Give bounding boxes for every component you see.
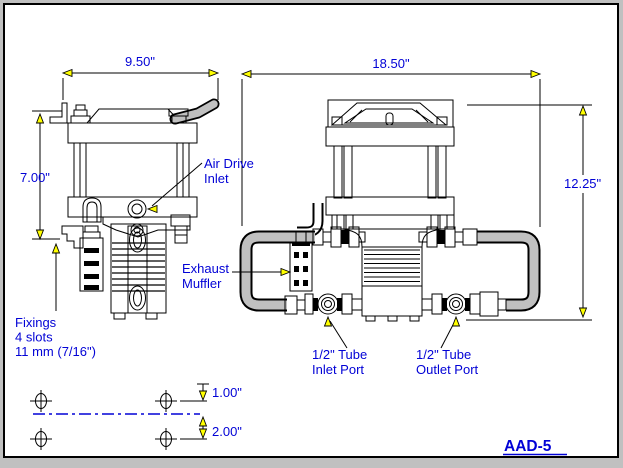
label-air-drive-1: Air Drive bbox=[204, 156, 254, 171]
dim-hole-spacing: 2.00" bbox=[212, 424, 242, 439]
mounting-bracket bbox=[49, 102, 68, 124]
dimensions: 9.50" 7.00" 18.50" 12.25" bbox=[15, 54, 602, 377]
dim-side-width: 18.50" bbox=[372, 56, 410, 71]
dim-hole-offset: 1.00" bbox=[212, 385, 242, 400]
right-u-tube bbox=[477, 232, 539, 310]
dim-front-height: 7.00" bbox=[20, 170, 50, 185]
label-inlet-port-1: 1/2" Tube bbox=[312, 347, 367, 362]
label-outlet-port-1: 1/2" Tube bbox=[416, 347, 471, 362]
label-fixings-2: 4 slots bbox=[15, 330, 53, 345]
side-view-pump bbox=[239, 99, 541, 322]
dim-side-height: 12.25" bbox=[564, 176, 602, 191]
label-outlet-port-2: Outlet Port bbox=[416, 362, 479, 377]
dim-front-width: 9.50" bbox=[125, 54, 155, 69]
label-fixings-1: Fixings bbox=[15, 315, 57, 330]
label-fixings-3: 11 mm (7/16") bbox=[15, 344, 96, 359]
mounting-pattern: 1.00" 2.00" bbox=[30, 383, 242, 450]
label-inlet-port-2: Inlet Port bbox=[312, 362, 364, 377]
air-drive-inlet-port bbox=[127, 199, 147, 219]
label-muffler-2: Muffler bbox=[182, 276, 222, 291]
label-air-drive-2: Inlet bbox=[204, 171, 229, 186]
title-block: AAD-5 bbox=[503, 438, 567, 456]
part-number: AAD-5 bbox=[504, 438, 552, 455]
air-valve-handle bbox=[171, 100, 218, 123]
front-view-pump bbox=[49, 98, 220, 320]
muffler-front bbox=[79, 237, 104, 292]
left-u-tube bbox=[241, 232, 315, 310]
label-muffler-1: Exhaust bbox=[182, 261, 229, 276]
